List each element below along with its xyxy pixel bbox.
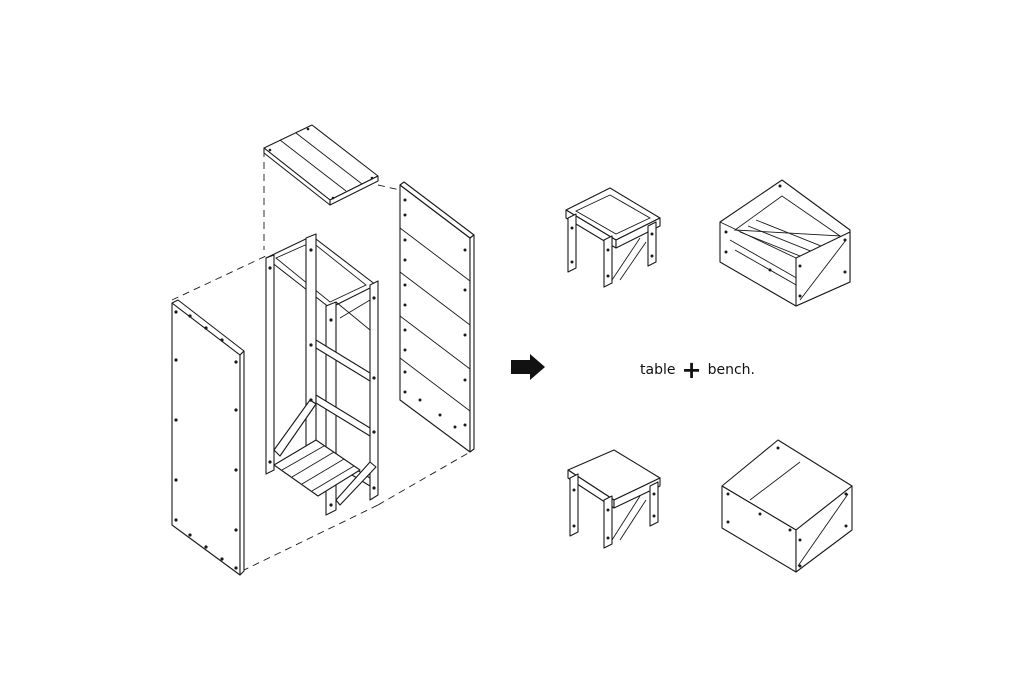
tall-frame xyxy=(265,233,379,516)
caption: table + bench. xyxy=(640,356,755,384)
bench-closed xyxy=(721,439,853,573)
right-arrow-icon xyxy=(511,354,545,380)
side-panel-left xyxy=(171,299,245,576)
table-with-top xyxy=(567,449,661,549)
side-panel-right xyxy=(399,181,475,453)
top-panel xyxy=(263,124,379,206)
bench-frame-open xyxy=(719,179,851,307)
table-frame-open xyxy=(565,187,661,288)
plus-sign: + xyxy=(681,356,702,384)
assembly-guide-lines xyxy=(171,150,471,572)
caption-bench: bench. xyxy=(707,362,755,378)
caption-table: table xyxy=(640,362,676,378)
